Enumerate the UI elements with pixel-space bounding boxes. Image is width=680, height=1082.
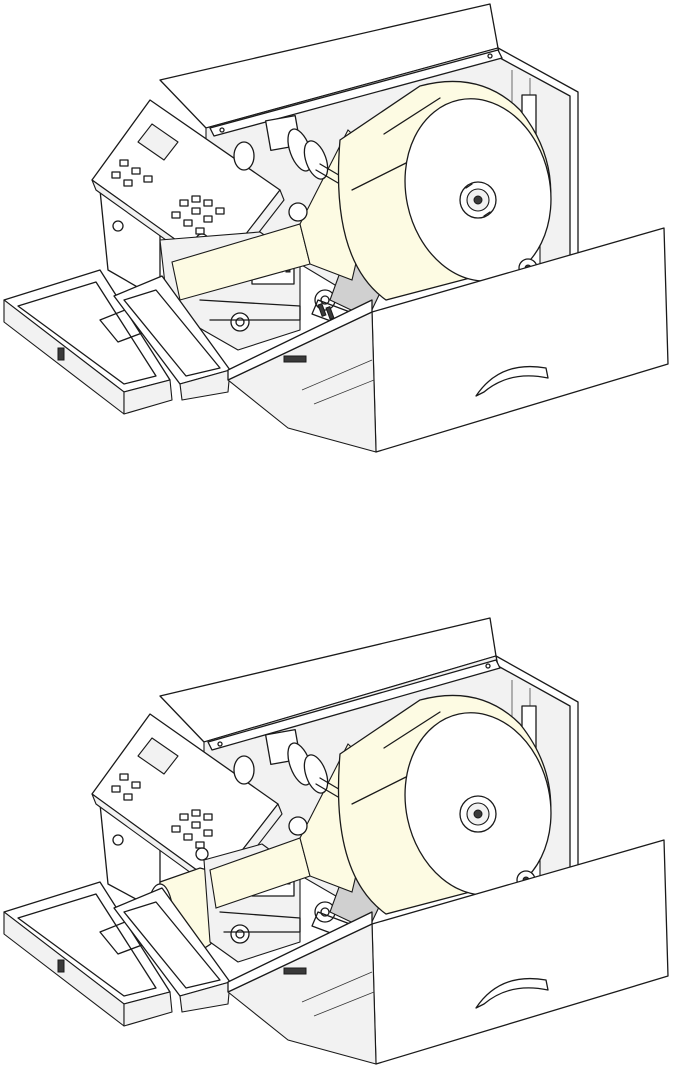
printer-drawing — [0, 612, 680, 1082]
printer-view-1 — [0, 0, 680, 470]
printer-view-2 — [0, 612, 680, 1082]
printer-drawing — [0, 0, 680, 470]
